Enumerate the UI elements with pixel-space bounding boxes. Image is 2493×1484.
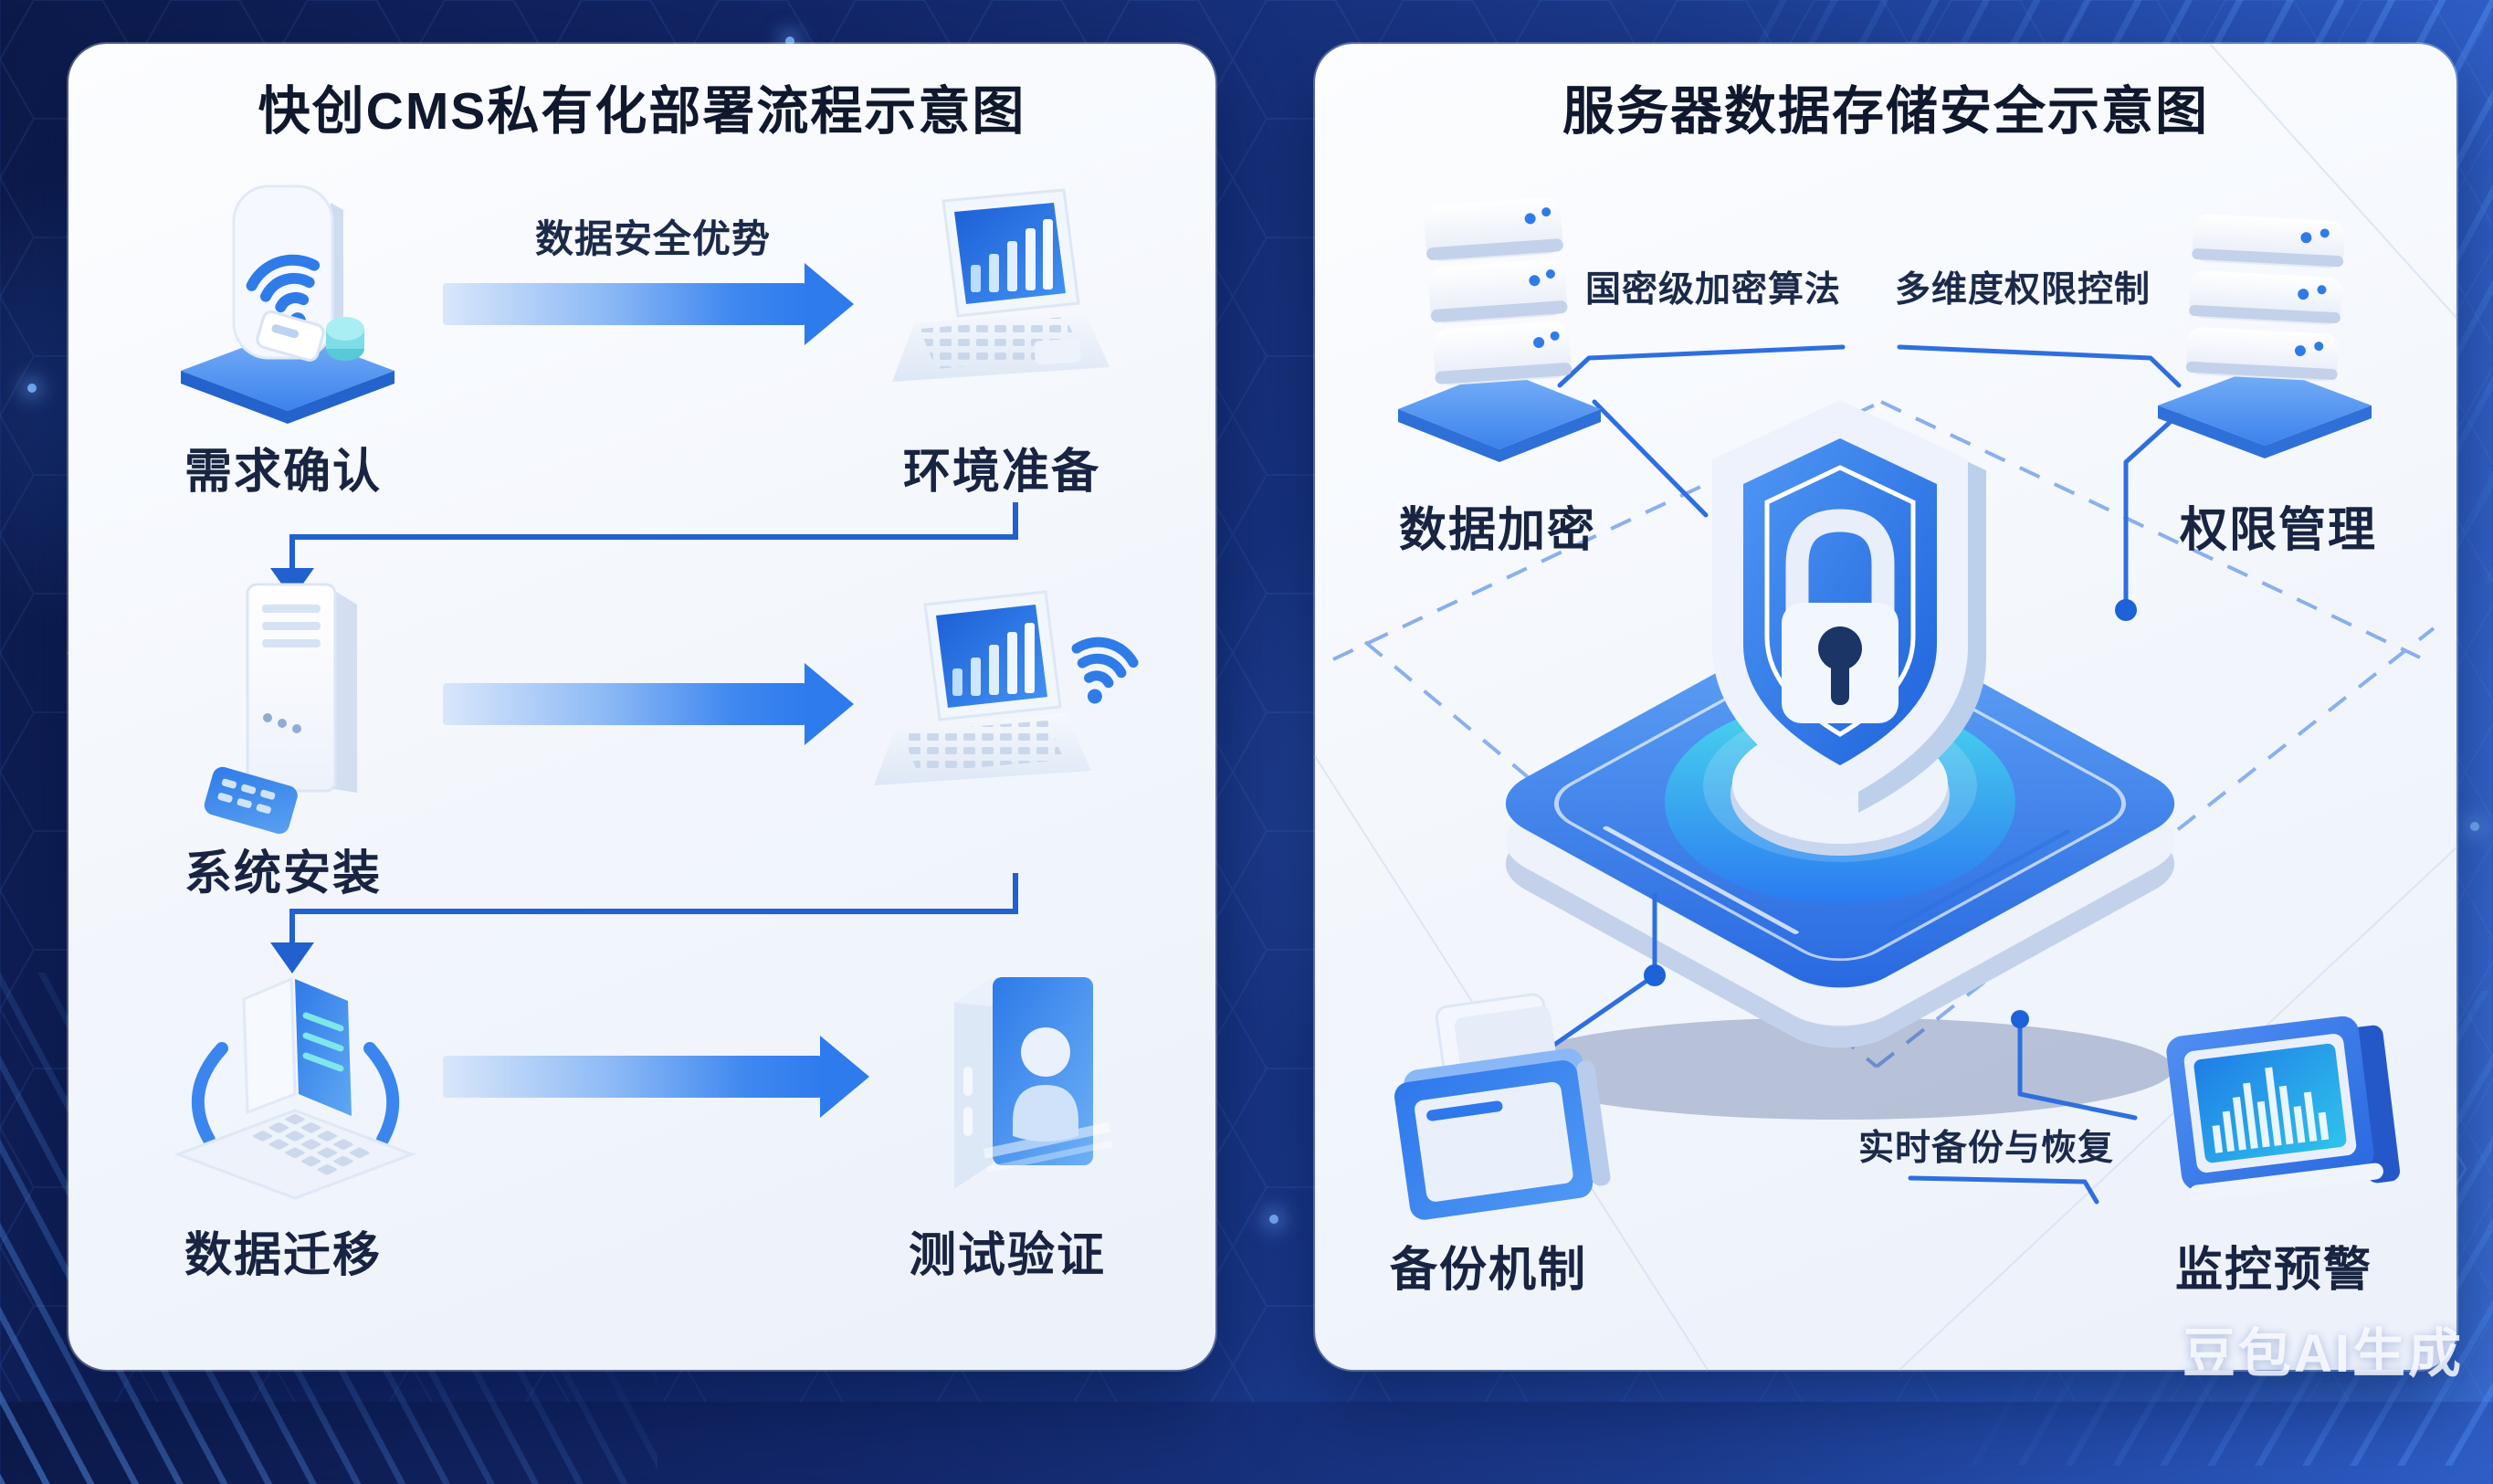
migration-terminal-icon — [167, 959, 423, 1204]
flow-annotation-data-security: 数据安全优势 — [534, 217, 771, 260]
step-label-migration: 数据迁移 — [184, 1229, 382, 1282]
server-stack-icon — [2141, 177, 2388, 458]
annotation-encryption-algorithm: 国密级加密算法 — [1584, 270, 1841, 310]
server-tower-icon — [196, 579, 388, 834]
flow-arrow-1 — [443, 283, 806, 325]
annotation-realtime-backup: 实时备份与恢复 — [1857, 1129, 2114, 1168]
glow-dot — [27, 384, 37, 393]
laptop-wifi-icon — [870, 581, 1144, 820]
step-label-install: 系统安装 — [184, 847, 382, 900]
monitor-chart-icon — [2151, 974, 2411, 1238]
folder-icon — [1379, 986, 1612, 1222]
node-label-monitor: 监控预警 — [2174, 1244, 2372, 1297]
wifi-router-icon — [164, 179, 411, 424]
deployment-panel-title: 快创CMS私有化部署流程示意图 — [258, 82, 1026, 141]
laptop-chart-icon — [883, 186, 1116, 419]
step-label-requirements: 需求确认 — [184, 446, 382, 499]
database-stack-icon — [1383, 179, 1616, 462]
security-panel-title: 服务器数据存储安全示意图 — [1562, 82, 2209, 141]
step-label-testing: 测试验证 — [908, 1229, 1106, 1282]
step-label-environment: 环境准备 — [902, 446, 1100, 499]
glow-dot — [1269, 1215, 1278, 1224]
node-label-backup: 备份机制 — [1389, 1244, 1587, 1297]
flow-arrow-3 — [443, 1056, 822, 1098]
ai-watermark: 豆包AI生成 — [2182, 1324, 2464, 1384]
annotation-permission-control: 多维度权限控制 — [1894, 270, 2151, 310]
node-label-encryption: 数据加密 — [1398, 504, 1596, 557]
node-label-permission: 权限管理 — [2179, 504, 2377, 557]
flow-arrow-2 — [443, 683, 806, 725]
storage-security-panel: 服务器数据存储安全示意图 — [1314, 43, 2457, 1371]
glow-dot — [2470, 822, 2479, 831]
deployment-flow-panel: 快创CMS私有化部署流程示意图 需 — [68, 44, 1215, 1370]
glow-dot — [785, 37, 794, 46]
id-badge-icon — [907, 964, 1114, 1197]
